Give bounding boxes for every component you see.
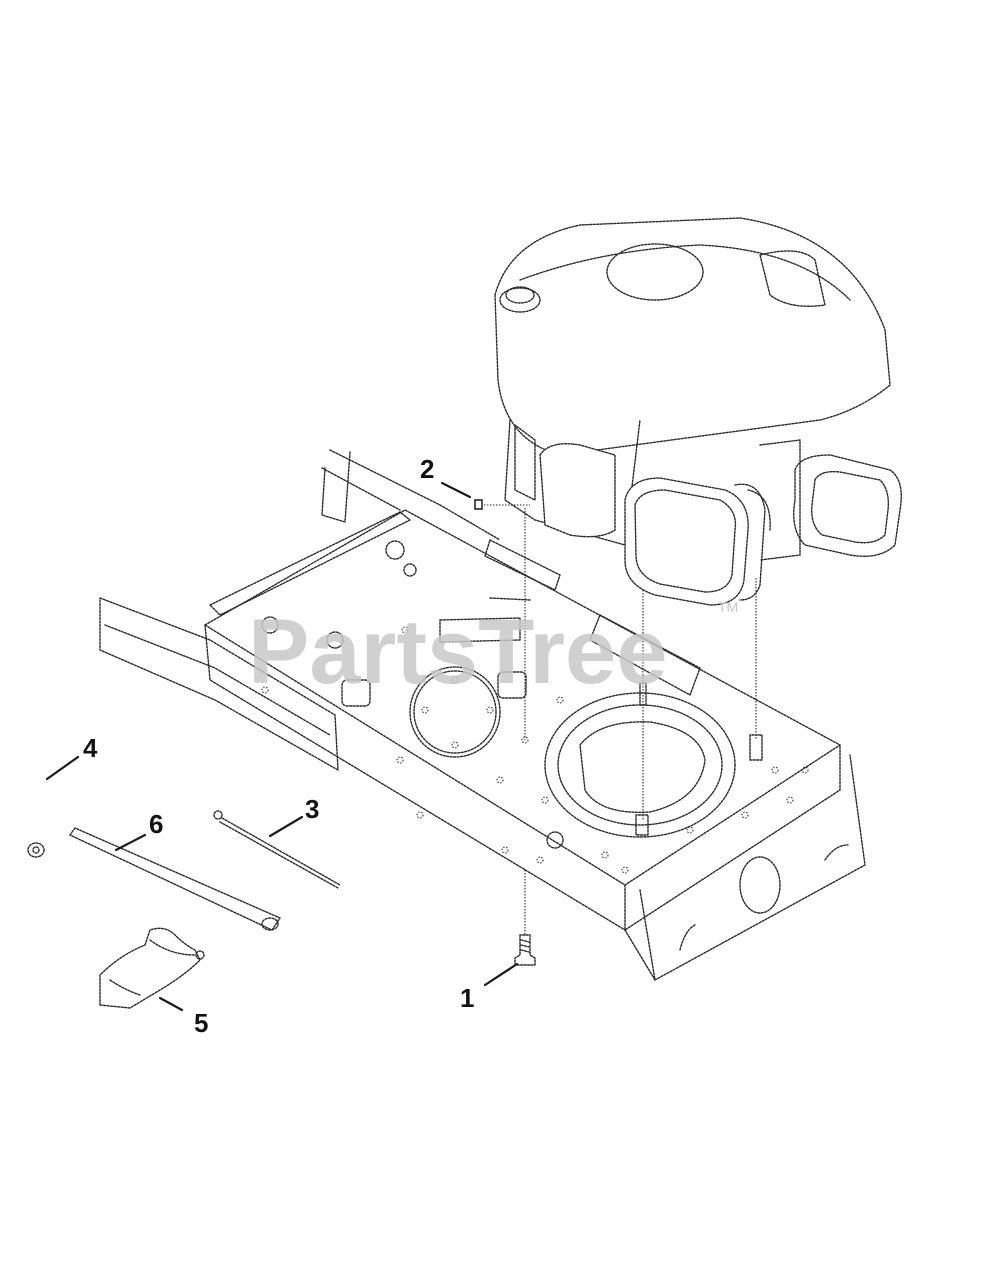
engine xyxy=(494,217,902,836)
callout-4: 4 xyxy=(83,733,98,763)
callout-5: 5 xyxy=(194,1008,208,1038)
callout-1: 1 xyxy=(460,983,474,1013)
part-6-tube[interactable] xyxy=(69,827,281,931)
part-1-bolt[interactable] xyxy=(514,934,536,966)
callout-2: 2 xyxy=(420,454,434,484)
callout-6: 6 xyxy=(149,809,163,839)
watermark-trademark: TM xyxy=(718,599,738,615)
alignment-lines xyxy=(484,504,757,935)
callout-3: 3 xyxy=(305,794,319,824)
part-3-cable-tie[interactable] xyxy=(213,810,341,889)
leader-lines xyxy=(45,481,519,1012)
part-5-shield[interactable] xyxy=(99,927,205,1009)
watermark-text: PartsTree xyxy=(248,601,667,703)
part-4-nut[interactable] xyxy=(27,842,45,858)
part-2-nut[interactable] xyxy=(474,499,483,510)
chassis-frame xyxy=(99,449,866,981)
